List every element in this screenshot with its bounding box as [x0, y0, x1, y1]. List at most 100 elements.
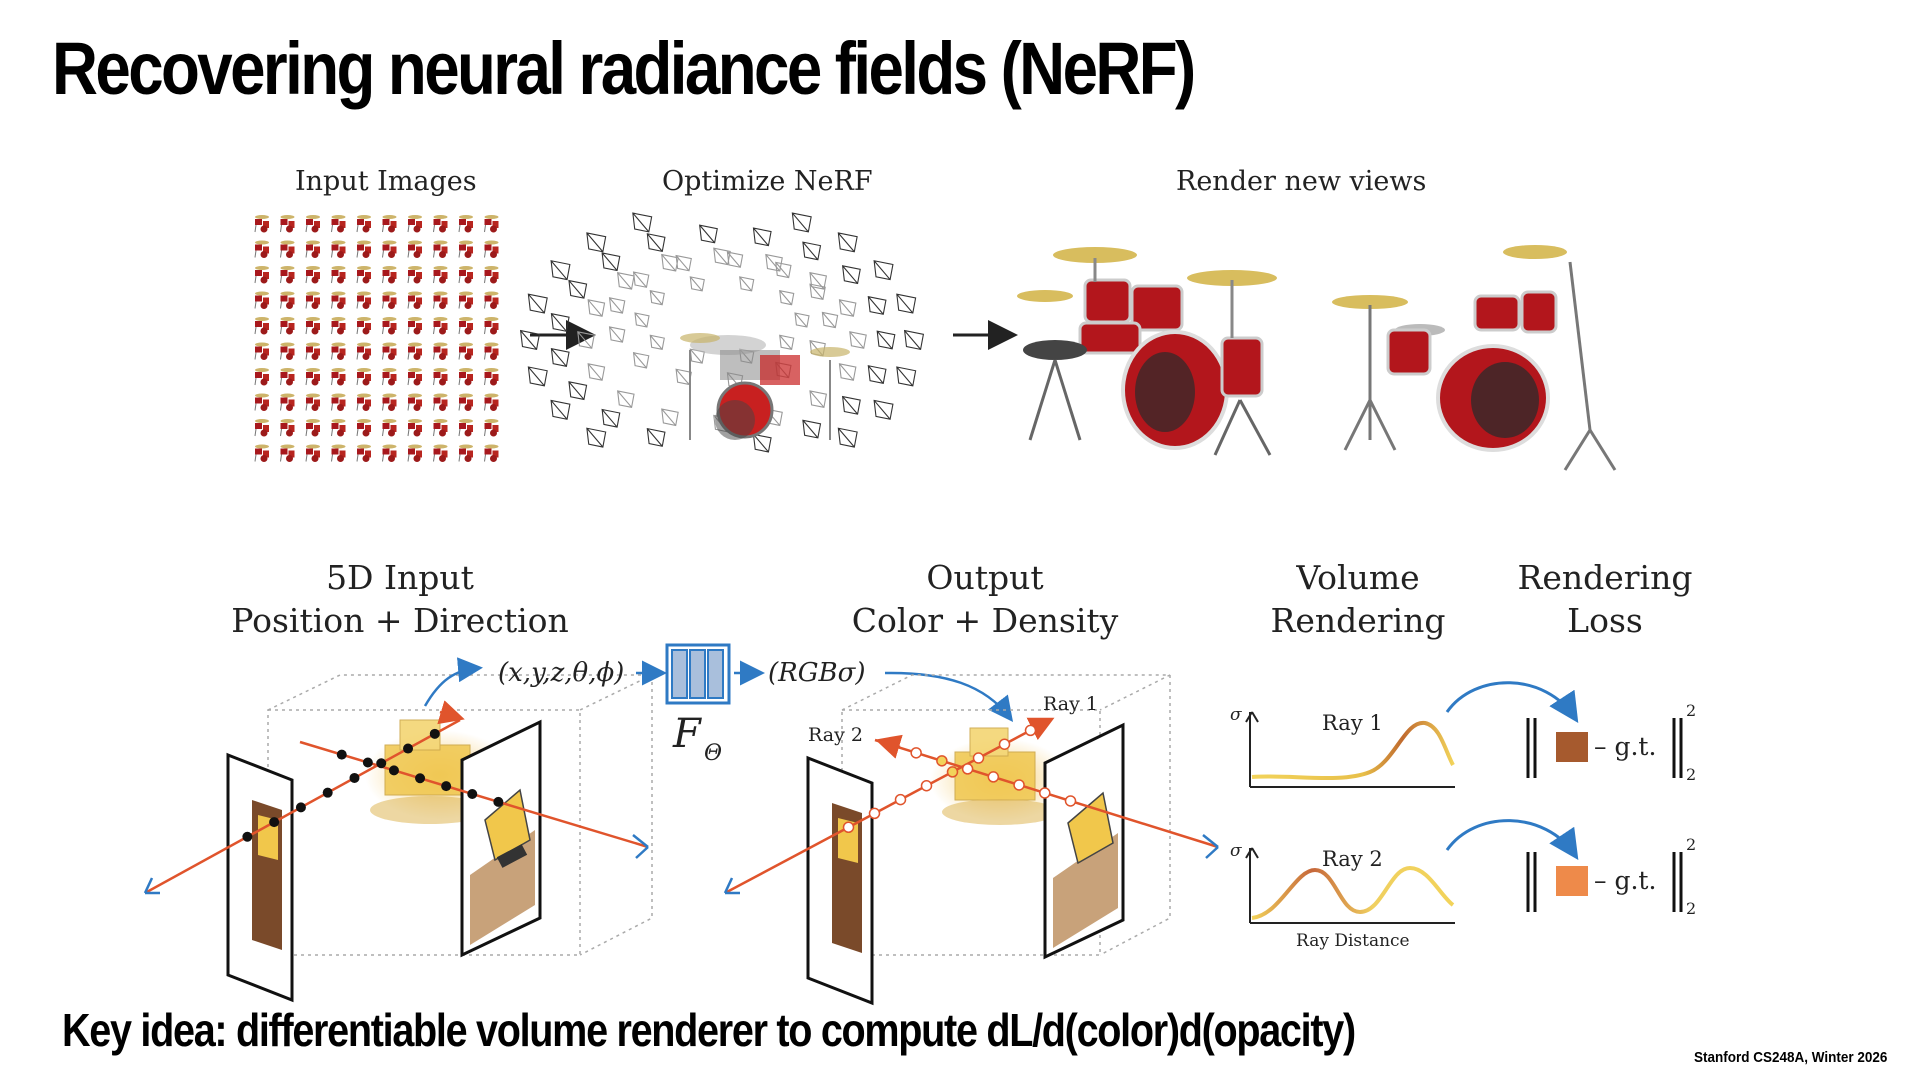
scene-ray1-label: Ray 1 [1043, 693, 1098, 715]
input-thumbnail [484, 342, 499, 360]
camera-frustum-icon [550, 260, 571, 281]
input-thumbnail [356, 240, 371, 258]
input-thumbnail [407, 342, 422, 360]
camera-frustum-icon [867, 365, 887, 384]
input-thumbnail [254, 215, 269, 233]
input-thumbnail [254, 266, 269, 284]
input-thumbnail [382, 317, 397, 335]
camera-right-icon [632, 834, 649, 859]
camera-frustum-icon [519, 329, 541, 351]
camera-frustum-icon [601, 408, 621, 428]
camera-frustum-icon [791, 212, 812, 233]
input-thumbnail [484, 317, 499, 335]
volume-rendering-label: Volume Rendering [1248, 556, 1468, 642]
input-thumbnail [254, 444, 269, 462]
network-subscript: Θ [704, 741, 722, 766]
camera-frustum-icon [527, 366, 548, 387]
ray2-density-plot: σ Ray 2 Ray Distance [1230, 841, 1455, 951]
loss-sup-2: 2 [1686, 835, 1696, 854]
volume-rendering-line2: Rendering [1270, 601, 1446, 640]
camera-frustum-icon [794, 312, 810, 328]
input-thumbnail [280, 240, 295, 258]
output-scene: Ray 1 Ray 2 [723, 674, 1219, 1006]
camera-frustum-icon [752, 433, 772, 453]
input-thumbnail [433, 342, 448, 360]
camera-frustum-icon [632, 271, 650, 288]
render-new-views-label: Render new views [1176, 166, 1427, 197]
input-thumbnail [433, 317, 448, 335]
input-thumbnail [484, 368, 499, 386]
input-thumbnail [382, 240, 397, 258]
input-images-label: Input Images [295, 166, 477, 197]
input-thumbnail [331, 266, 346, 284]
input-thumbnail [356, 368, 371, 386]
input-thumbnail [433, 240, 448, 258]
five-d-input-line2: Position + Direction [231, 601, 569, 640]
input-thumbnail [407, 444, 422, 462]
input-thumbnail [484, 240, 499, 258]
input-thumbnail [254, 317, 269, 335]
camera-frustum-icon [849, 331, 867, 349]
camera-frustum-icon [775, 261, 792, 279]
scene-ray2-label: Ray 2 [808, 724, 863, 746]
input-thumbnail [433, 368, 448, 386]
input-thumbnail [254, 291, 269, 309]
input-thumbnail [331, 393, 346, 411]
camera-frustum-icon [876, 330, 896, 350]
camera-frustum-icon [587, 299, 606, 317]
ray-distance-label: Ray Distance [1296, 931, 1410, 951]
input-thumbnail [484, 393, 499, 411]
input-thumbnail [458, 215, 473, 233]
input-thumbnail [433, 215, 448, 233]
output-label: Output Color + Density [835, 556, 1135, 642]
input-thumbnail [407, 393, 422, 411]
input-thumbnail [382, 342, 397, 360]
input-thumbnail [280, 444, 295, 462]
input-thumbnail [484, 291, 499, 309]
camera-frustum-icon [873, 399, 894, 420]
input-thumbnail [254, 342, 269, 360]
camera-frustum-icon [586, 427, 607, 448]
ray1-plot-label: Ray 1 [1322, 711, 1383, 735]
camera-frustum-icon [608, 326, 626, 343]
camera-frustum-icon [779, 334, 795, 350]
input-thumbnail [305, 317, 320, 335]
input-thumbnail [280, 342, 295, 360]
input-thumbnail [458, 393, 473, 411]
loss-arrow-2-icon [1445, 819, 1579, 860]
input-thumbnail [433, 291, 448, 309]
input-thumbnail [382, 419, 397, 437]
input-thumbnail [458, 342, 473, 360]
input-thumbnail [305, 393, 320, 411]
camera-frustum-icon [841, 265, 861, 285]
camera-frustum-icon [632, 212, 653, 233]
input-thumbnail [458, 266, 473, 284]
input-thumbnail [382, 444, 397, 462]
camera-frustum-icon [689, 276, 705, 292]
input-thumbnail [356, 393, 371, 411]
input-thumbnail [484, 266, 499, 284]
camera-frustum-icon [802, 241, 822, 261]
camera-frustum-icon [608, 297, 626, 314]
input-thumbnail [305, 215, 320, 233]
input-thumbnail [280, 266, 295, 284]
rendering-loss-label: Rendering Loss [1500, 556, 1710, 642]
rendering-loss-line2: Loss [1567, 601, 1643, 640]
input-thumbnail [484, 444, 499, 462]
camera-frustum-icon [550, 348, 570, 367]
network-label: F [672, 711, 702, 757]
input-thumbnail [458, 291, 473, 309]
input-thumbnail [433, 393, 448, 411]
camera-frustum-icon [550, 399, 571, 420]
input-thumbnail [433, 266, 448, 284]
input-thumbnail [331, 444, 346, 462]
camera-frustum-icon [841, 395, 861, 415]
camera-frustum-icon [661, 253, 679, 272]
input-thumbnail [407, 368, 422, 386]
input-scene [143, 657, 653, 1003]
camera-frustum-icon [699, 224, 718, 244]
camera-frustum-icon [587, 363, 606, 381]
input-thumbnail [331, 419, 346, 437]
input-thumbnail [458, 240, 473, 258]
camera-frustum-icon [527, 293, 548, 314]
